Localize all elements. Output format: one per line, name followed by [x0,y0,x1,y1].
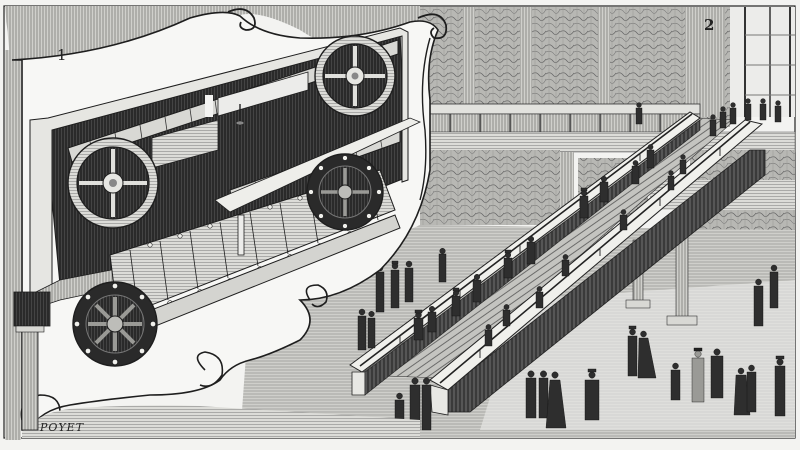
sprocket-wheel-lower-left [72,281,158,367]
visitors-figures [357,98,786,431]
figure-label-2: 2 [704,16,715,34]
figure-label-1: 1 [57,46,67,64]
engraver-signature: POYET [40,421,85,434]
support-column-left [13,291,51,431]
panel-2-hall [240,7,796,438]
sprocket-wheel-lower-right [306,153,384,231]
sprocket-wheel-upper-left [67,137,159,229]
sprocket-wheel-upper-right [314,35,396,117]
